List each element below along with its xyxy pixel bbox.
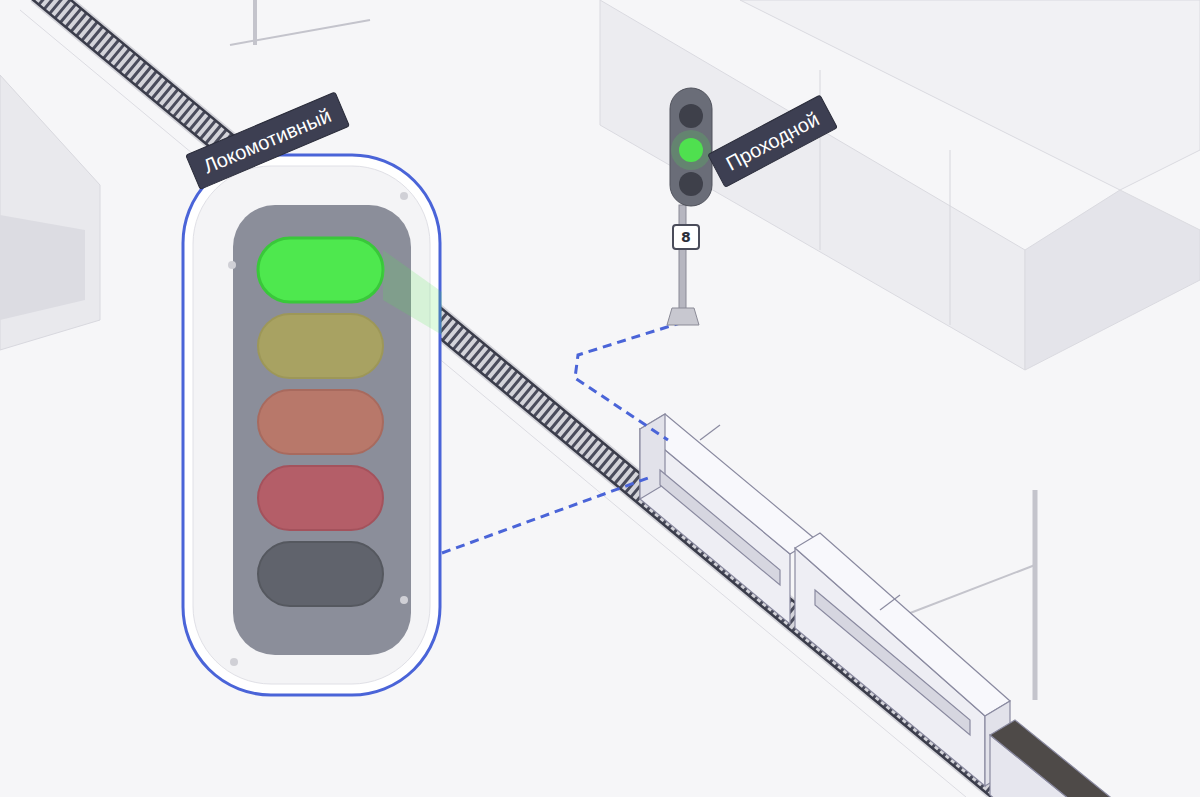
signal-number-plate: 8 <box>672 224 700 250</box>
warehouse-gable <box>1025 190 1200 370</box>
building <box>0 75 100 350</box>
catenary-arm <box>905 565 1035 615</box>
rail <box>48 0 1048 797</box>
warehouse-roof <box>740 0 1200 190</box>
catenary-pole <box>253 0 257 45</box>
catenary-arm <box>230 20 370 45</box>
track-ties <box>40 0 1040 797</box>
wayside-signal <box>667 88 712 325</box>
locomotive-signal-panel <box>183 155 440 695</box>
wall-line <box>950 150 951 325</box>
track-bed <box>40 0 1040 797</box>
leader-line <box>575 322 683 440</box>
catenary-pole <box>1033 490 1038 700</box>
building-opening <box>0 215 85 320</box>
leader-line <box>442 478 648 553</box>
rail <box>32 0 1032 797</box>
catenary-wire <box>20 10 1020 797</box>
light-beam <box>383 250 442 335</box>
train <box>640 414 1200 797</box>
label-text: 8 <box>681 228 691 246</box>
